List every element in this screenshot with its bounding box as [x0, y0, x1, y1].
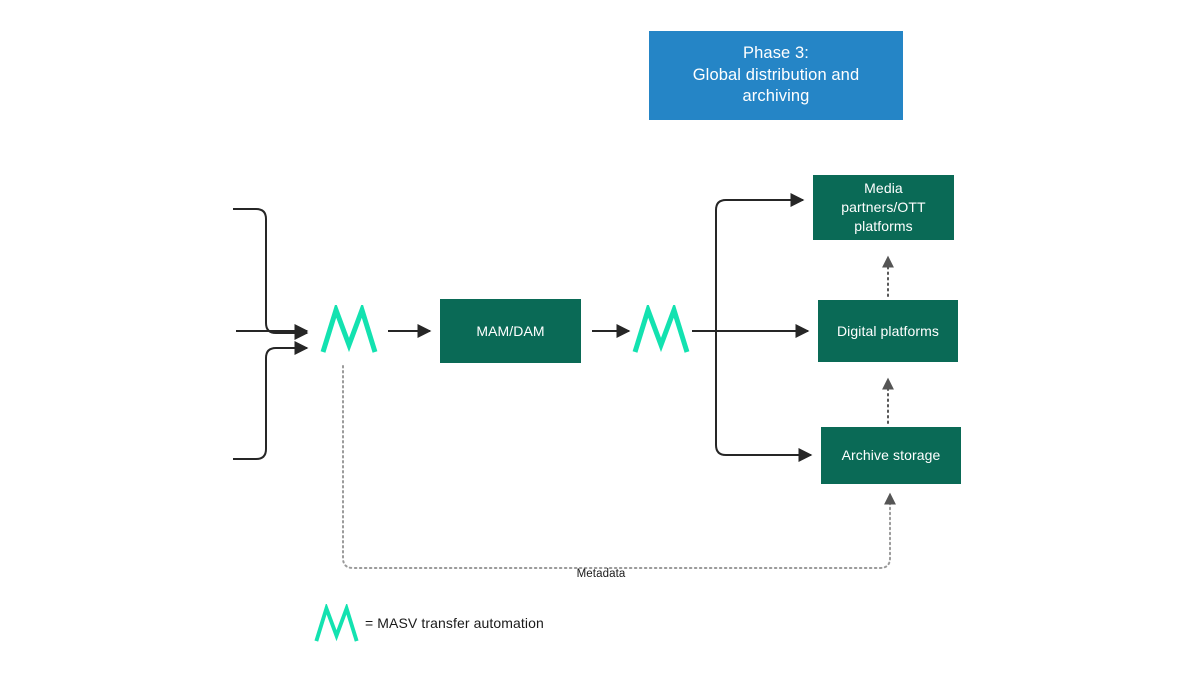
metadata-label: Metadata: [576, 568, 626, 580]
masv-logo-icon-legend: [314, 604, 359, 642]
inbound-arrow-top: [233, 208, 309, 340]
masv-logo-icon-distribute: [632, 305, 690, 353]
node-media-partners-ott-platforms: Media partners/OTT platforms: [813, 175, 954, 240]
masv-logo-icon-ingest: [320, 305, 378, 353]
node-mam-dam: MAM/DAM: [440, 299, 581, 363]
outbound-arrow-media: [715, 193, 805, 331]
metadata-feedback-path: [342, 365, 896, 569]
legend-label: = MASV transfer automation: [365, 615, 544, 631]
outbound-arrow-archive: [715, 331, 813, 462]
node-digital-platforms: Digital platforms: [818, 300, 958, 362]
phase-banner: Phase 3: Global distribution and archivi…: [649, 31, 903, 120]
inbound-arrow-bottom: [233, 341, 309, 460]
node-archive-storage: Archive storage: [821, 427, 961, 484]
